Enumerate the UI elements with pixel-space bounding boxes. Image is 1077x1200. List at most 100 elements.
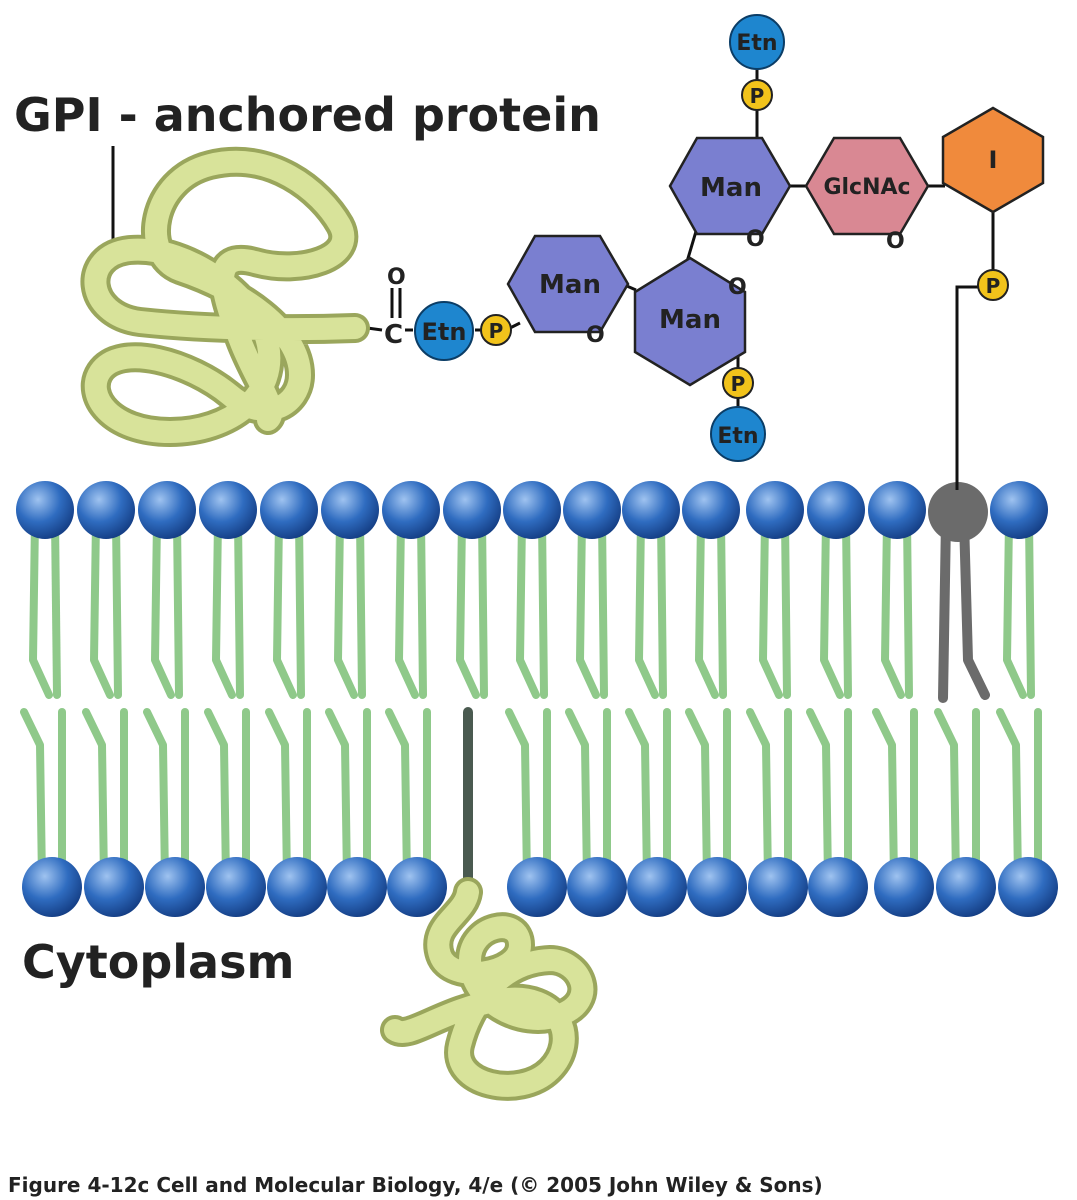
etn-bottom-label: Etn [717, 424, 758, 449]
outer-lipid-head [868, 481, 926, 539]
outer-lipid-head [807, 481, 865, 539]
mannose-2-hexagon [633, 256, 747, 387]
mannose-1-label: Man [539, 270, 601, 300]
lipid-tail [781, 516, 791, 699]
outer-lipid-head [622, 481, 680, 539]
etn-bottom-circle [710, 406, 766, 462]
inner-lipid-head [567, 857, 627, 917]
mannose-1-oxygen: O [586, 323, 605, 348]
lipid-tail [20, 708, 46, 884]
etn-top-label: Etn [736, 31, 777, 56]
outer-lipid-head [16, 481, 74, 539]
inner-lipid-head [808, 857, 868, 917]
lipid-tail [417, 516, 427, 699]
phosphate-1-label: P [489, 319, 504, 343]
inner-lipid-head [687, 857, 747, 917]
lipid-tail [746, 708, 772, 884]
lipid-tail [478, 516, 488, 699]
gpi-anchor-head [928, 482, 988, 542]
lipid-tail [334, 516, 358, 699]
lipid-tail [51, 516, 61, 699]
gpi-anchor-lipid [928, 482, 990, 703]
carbonyl-carbon: C [384, 320, 403, 350]
inner-lipid-head [874, 857, 934, 917]
phosphate-inositol-label: P [986, 274, 1001, 298]
phosphate-top-label: P [750, 84, 765, 108]
lipid-tail [151, 516, 175, 699]
inositol-label: I [989, 146, 998, 174]
outer-lipid-head [199, 481, 257, 539]
mannose-3-label: Man [700, 173, 762, 203]
gpi-anchored-protein [80, 146, 370, 447]
figure-caption: Figure 4-12c Cell and Molecular Biology,… [8, 1173, 823, 1197]
etn-protein-circle [414, 301, 474, 361]
phosphate-bottom-circle [722, 367, 754, 399]
lipid-tail [505, 708, 531, 884]
lipid-tail [212, 516, 236, 699]
lipid-tail [872, 708, 898, 884]
outer-lipid-head [682, 481, 740, 539]
etn-protein-label: Etn [422, 318, 467, 346]
outer-lipid-head [260, 481, 318, 539]
lipid-tail [29, 516, 53, 699]
phosphate-bottom-label: P [731, 372, 746, 396]
inner-lipid-head [206, 857, 266, 917]
glcnac-hexagon [804, 136, 930, 236]
cytoplasmic-protein-domain [380, 877, 598, 1101]
lipid-tail [685, 708, 711, 884]
lipid-tail [538, 516, 548, 699]
inner-leaflet-heads [22, 857, 1058, 917]
inner-lipid-head [84, 857, 144, 917]
inner-lipid-head [22, 857, 82, 917]
inner-lipid-head [627, 857, 687, 917]
outer-lipid-head [746, 481, 804, 539]
glcnac-oxygen: O [886, 229, 905, 254]
lipid-tail [273, 516, 297, 699]
lipid-tail [265, 708, 291, 884]
lipid-tail [625, 708, 651, 884]
lipid-tail [934, 708, 960, 884]
lipid-tail [456, 516, 480, 699]
lipid-tail [717, 516, 727, 699]
outer-lipid-head [138, 481, 196, 539]
lipid-tail [759, 516, 783, 699]
lipid-tail [143, 708, 169, 884]
inner-lipid-head [267, 857, 327, 917]
lipid-tail [173, 516, 183, 699]
lipid-tail [82, 708, 108, 884]
lipid-tail [598, 516, 608, 699]
lipid-tail [996, 708, 1022, 884]
inner-leaflet-tails [20, 708, 1042, 884]
lipid-tail [325, 708, 351, 884]
lipid-tail [90, 516, 114, 699]
lipid-tail [234, 516, 244, 699]
inner-lipid-head [387, 857, 447, 917]
mannose-2-label: Man [659, 305, 721, 335]
lipid-tail [204, 708, 230, 884]
outer-lipid-head [563, 481, 621, 539]
outer-lipid-head [382, 481, 440, 539]
title-label: GPI - anchored protein [14, 88, 601, 142]
mannose-2-oxygen: O [728, 275, 747, 300]
lipid-tail [657, 516, 667, 699]
lipid-tail [295, 516, 305, 699]
cytoplasm-label: Cytoplasm [22, 935, 294, 989]
inositol-hexagon [941, 106, 1045, 214]
lipid-tail [516, 516, 540, 699]
outer-lipid-head [990, 481, 1048, 539]
lipid-tail [903, 516, 913, 699]
lipid-tail [385, 708, 411, 884]
inner-lipid-head [507, 857, 567, 917]
lipid-tail [695, 516, 719, 699]
inner-lipid-head [998, 857, 1058, 917]
mannose-1-hexagon [506, 234, 630, 334]
lipid-tail [356, 516, 366, 699]
outer-leaflet-tails [29, 516, 1035, 699]
mannose-3-oxygen: O [746, 227, 765, 252]
outer-leaflet-heads [16, 481, 1048, 539]
outer-lipid-head [321, 481, 379, 539]
lipid-tail [635, 516, 659, 699]
lipid-tail [881, 516, 905, 699]
glcnac-label: GlcNAc [823, 175, 910, 200]
